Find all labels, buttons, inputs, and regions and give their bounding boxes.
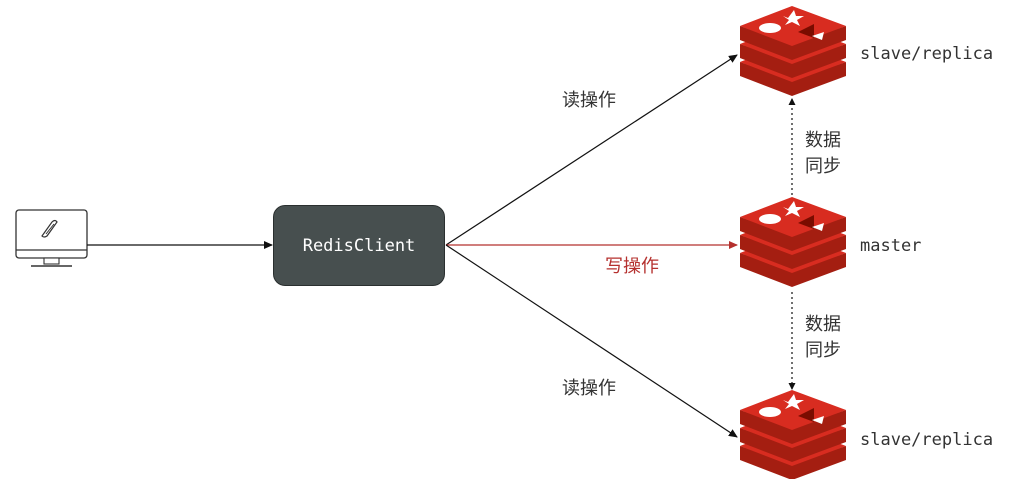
sync-upper-line1: 数据	[805, 130, 841, 151]
edge-read-top	[445, 54, 738, 246]
redis-logo-icon	[740, 197, 846, 287]
redis-logo-icon	[740, 390, 846, 479]
redis-logo-icon	[740, 6, 846, 96]
write-label: 写操作	[605, 256, 659, 277]
sync-lower-line1: 数据	[805, 314, 841, 335]
read-bottom-label: 读操作	[562, 378, 616, 399]
replica-bottom-label: slave/replica	[860, 430, 994, 450]
sync-upper-label: 数据 同步	[805, 128, 841, 180]
master-label: master	[860, 236, 922, 256]
read-top-label: 读操作	[562, 90, 616, 111]
redis-client-node: RedisClient	[273, 205, 445, 286]
edge-read-bottom	[445, 244, 738, 438]
sync-lower-label: 数据 同步	[805, 312, 841, 364]
replica-top-label: slave/replica	[860, 44, 994, 64]
computer-monitor-icon	[15, 209, 88, 267]
sync-upper-line2: 同步	[805, 156, 841, 177]
redis-client-label: RedisClient	[302, 235, 416, 256]
sync-lower-line2: 同步	[805, 340, 841, 361]
